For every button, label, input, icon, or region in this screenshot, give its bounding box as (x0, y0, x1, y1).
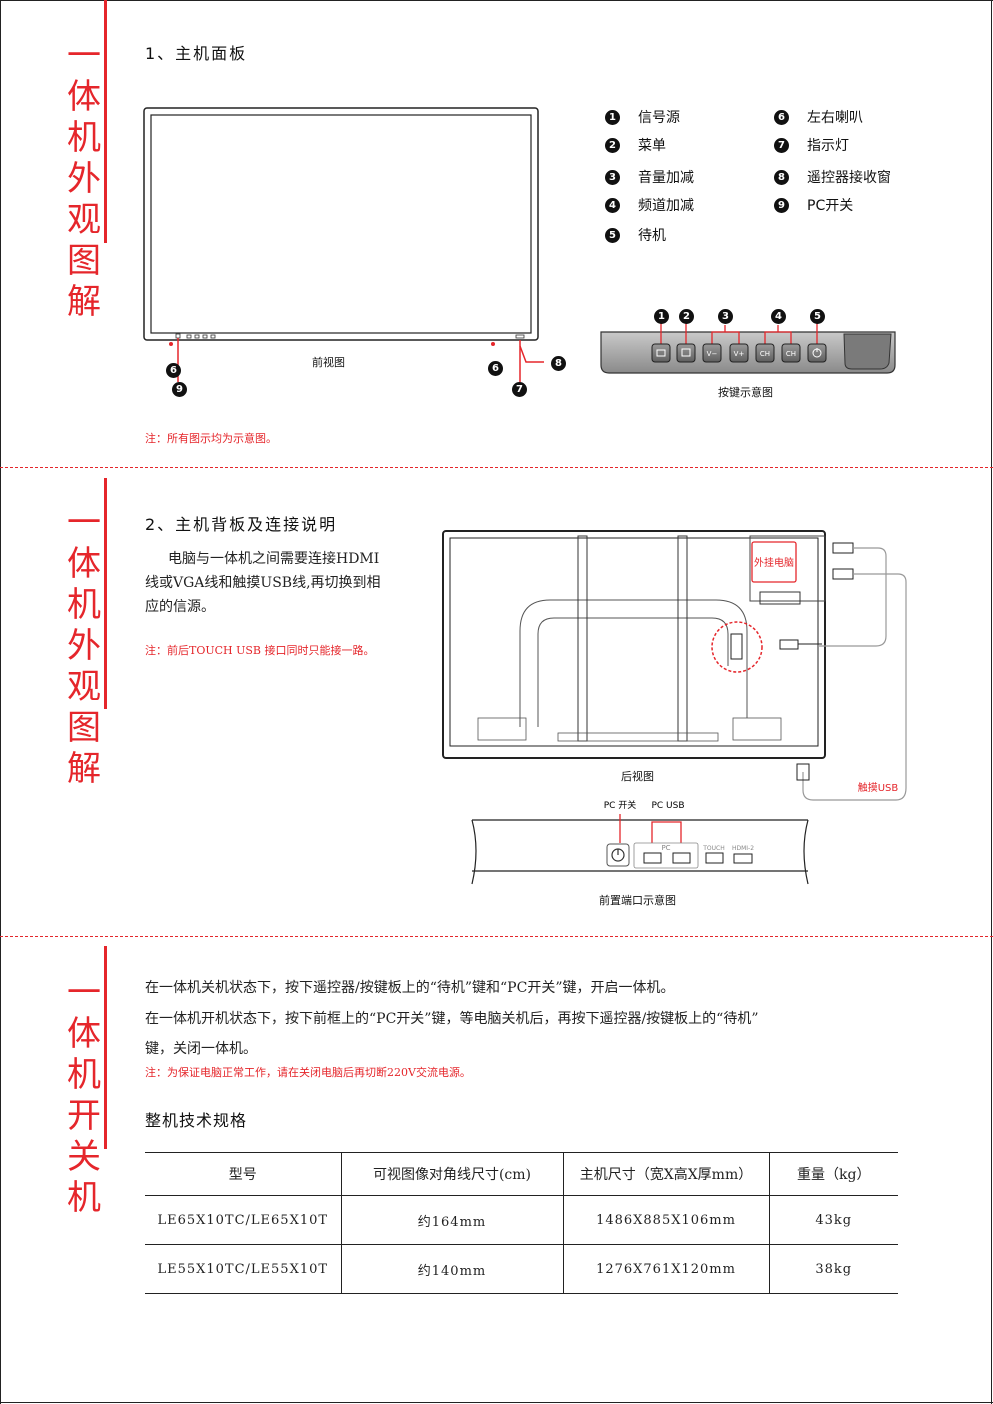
column-header: 可视图像对角线尺寸(cm) (340, 1152, 563, 1196)
page-border-right (991, 0, 992, 1404)
key-callout-3: 3 (718, 309, 733, 324)
power-off-text-cont: 键，关闭一体机。 (145, 1041, 257, 1057)
callout-8: 8 (551, 356, 566, 371)
spec-title: 整机技术规格 (145, 1111, 248, 1130)
external-pc-label: 外挂电脑 (754, 556, 794, 569)
table-cell: LE55X10TC/LE55X10T (145, 1244, 341, 1294)
section2-note: 注：前后TOUCH USB 接口同时只能接一路。 (145, 644, 375, 657)
section1-heading: 1、主机面板 (145, 44, 248, 63)
page-border-left (0, 0, 1, 1404)
table-cell: 约164mm (340, 1195, 563, 1245)
key-panel-diagram: V− V+ CH CH (600, 323, 896, 374)
key-callout-1: 1 (654, 309, 669, 324)
key-panel-caption: 按键示意图 (718, 386, 773, 399)
callout-6-right: 6 (488, 361, 503, 376)
number-icon: 9 (774, 197, 789, 213)
front-view-caption: 前视图 (312, 356, 345, 369)
table-cell: LE65X10TC/LE65X10T (145, 1195, 341, 1245)
port-pc-label: PC (661, 844, 670, 852)
key-label-vol-down: V− (707, 350, 718, 358)
rear-view-caption: 后视图 (621, 770, 654, 783)
column-header: 重量（kg） (768, 1152, 898, 1196)
number-icon: 4 (605, 197, 620, 213)
section1-side-title: 一体机外观图解 (67, 36, 101, 322)
table-header-row: 型号 可视图像对角线尺寸(cm) 主机尺寸（宽X高X厚mm） 重量（kg） (145, 1152, 898, 1196)
number-icon: 3 (605, 169, 620, 185)
front-view-diagram (143, 107, 544, 382)
section1-note: 注：所有图示均为示意图。 (145, 432, 277, 445)
number-icon: 8 (774, 169, 789, 185)
callout-7: 7 (512, 382, 527, 397)
number-icon: 7 (774, 137, 789, 153)
key-label-ch-down: CH (760, 350, 770, 358)
page-border-top (0, 0, 993, 1)
number-icon: 2 (605, 137, 620, 153)
table-cell: 1486X885X106mm (562, 1195, 769, 1245)
section2-para-line1: 电脑与一体机之间需要连接HDMI (168, 551, 380, 567)
column-header: 主机尺寸（宽X高X厚mm） (562, 1152, 769, 1196)
section1-side-bar (104, 0, 107, 243)
rear-view-diagram: 外挂电脑 触摸USB (442, 530, 907, 801)
table-cell: 38kg (768, 1244, 898, 1294)
touch-usb-label: 触摸USB (858, 781, 899, 794)
key-callout-4: 4 (771, 309, 786, 324)
key-label-ch-up: CH (786, 350, 796, 358)
port-pc-usb-label: PC USB (651, 801, 684, 811)
port-touch-label: TOUCH (702, 845, 724, 852)
section2-para-line3: 应的信源。 (145, 599, 215, 615)
key-callout-2: 2 (679, 309, 694, 324)
section2-heading: 2、主机背板及连接说明 (145, 515, 338, 534)
callout-9: 9 (172, 382, 187, 397)
number-icon: 1 (605, 109, 620, 125)
section3-side-bar (104, 946, 107, 1149)
power-off-text: 在一体机开机状态下，按下前框上的“PC开关”键，等电脑关机后，再按下遥控器/按键… (145, 1011, 759, 1027)
front-ports-diagram: PC 开关 PC USB PC TOUCH HDMI-2 (471, 800, 809, 885)
ports-caption: 前置端口示意图 (599, 894, 676, 907)
table-cell: 约140mm (340, 1244, 563, 1294)
section-divider-1 (0, 467, 993, 468)
port-hdmi2-label: HDMI-2 (732, 845, 754, 852)
key-callout-5: 5 (810, 309, 825, 324)
section2-side-title: 一体机外观图解 (67, 503, 101, 789)
section-divider-2 (0, 936, 993, 937)
power-on-text: 在一体机关机状态下，按下遥控器/按键板上的“待机”键和“PC开关”键，开启一体机… (145, 980, 675, 996)
page-border-bottom (0, 1402, 993, 1403)
spec-table: 型号 可视图像对角线尺寸(cm) 主机尺寸（宽X高X厚mm） 重量（kg） LE… (145, 1152, 898, 1294)
section2-side-bar (104, 478, 107, 709)
port-pc-switch-label: PC 开关 (604, 800, 637, 811)
number-icon: 6 (774, 109, 789, 125)
table-cell: 1276X761X120mm (562, 1244, 769, 1294)
section3-note: 注：为保证电脑正常工作，请在关闭电脑后再切断220V交流电源。 (145, 1066, 471, 1079)
number-icon: 5 (605, 227, 620, 243)
section2-para-line2: 线或VGA线和触摸USB线,再切换到相 (145, 575, 381, 591)
key-label-vol-up: V+ (734, 350, 745, 358)
table-row: LE65X10TC/LE65X10T 约164mm 1486X885X106mm… (145, 1195, 898, 1245)
callout-6-left: 6 (166, 363, 181, 378)
table-row: LE55X10TC/LE55X10T 约140mm 1276X761X120mm… (145, 1244, 898, 1294)
section3-side-title: 一体机开关机 (67, 973, 101, 1218)
table-cell: 43kg (768, 1195, 898, 1245)
column-header: 型号 (145, 1152, 341, 1196)
